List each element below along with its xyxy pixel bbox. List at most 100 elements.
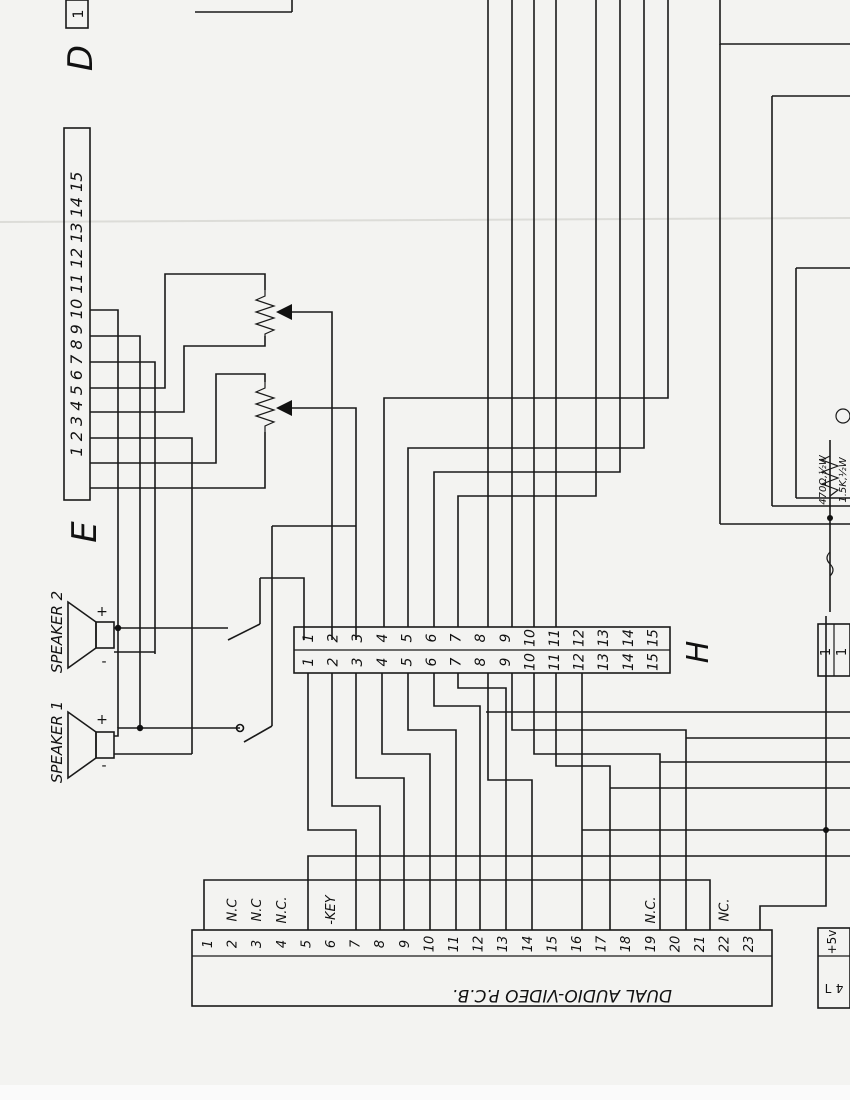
power-pin-label: +5v: [825, 930, 839, 955]
corner-tab: 1: [65, 0, 293, 29]
connector-h-pin: 7: [449, 633, 465, 642]
connector-h-pin: 7: [449, 657, 465, 666]
pcb-pin: 17: [595, 935, 610, 952]
pcb-pin: 14: [521, 936, 536, 953]
fuse-icon: [826, 551, 834, 577]
right-circuit: 470Ω,½W 1.5K,½W 1 1 +5v 4 ᒣ: [719, 0, 850, 1009]
pcb-pin: 7: [349, 939, 364, 948]
connector-h-pin: 14: [621, 653, 637, 671]
speaker-1-label: SPEAKER 1: [48, 701, 66, 783]
connector-h-pin: 6: [424, 633, 440, 642]
pcb-pin: 20: [668, 936, 683, 953]
pcb-pin-note: -KEY: [324, 894, 339, 924]
pcb-pin-note: NC.: [718, 899, 733, 922]
wiper-arrow-icon: [276, 304, 292, 320]
connector-h-pin: 2: [326, 657, 342, 666]
connector-h-pin: 12: [572, 629, 588, 647]
pcb-pin: 16: [570, 936, 585, 953]
connector-h-pin: 3: [350, 658, 366, 667]
connector-h-pin: 15: [645, 629, 661, 647]
pcb-pin: 22: [718, 936, 733, 953]
speaker-2-minus: -: [101, 654, 106, 670]
potentiometer-2: [254, 382, 357, 640]
corner-tab-label: 1: [71, 10, 87, 19]
pcb-pin: 11: [447, 936, 462, 953]
connector-h-pin: 13: [596, 629, 612, 647]
pcb-pin-note: N.C: [250, 898, 265, 922]
speaker-1-plus: +: [96, 712, 108, 728]
pcb-body: [191, 929, 773, 1007]
connector-h-pin: 10: [522, 629, 538, 647]
resistor-icon: [820, 455, 840, 497]
connector-h-pin: 14: [621, 629, 637, 647]
connector-h-pin: 5: [399, 633, 415, 642]
pcb-pin: 18: [619, 936, 634, 953]
connector-h-pin: 4: [375, 634, 391, 643]
pcb-pin: 1: [201, 940, 216, 948]
connector-e-letter: E: [65, 521, 105, 543]
connector-h-pin: 5: [399, 657, 415, 666]
resistor-label: 470Ω,½W: [817, 454, 829, 505]
paper-fold: [0, 217, 850, 223]
pcb-title: DUAL AUDIO-VIDEO P.C.B.: [452, 985, 672, 1005]
pcb-pin: 6: [324, 940, 339, 948]
pcb-pin: 3: [250, 940, 265, 948]
connector-h-pin: 3: [350, 634, 366, 643]
connector-h-pin: 9: [498, 633, 514, 642]
connector-h-pin: 6: [424, 657, 440, 666]
connector-h-pin: 4: [375, 658, 391, 667]
power-header-label-1: 1: [819, 648, 834, 656]
connector-h-upper-wires: [383, 0, 669, 627]
speaker-2: SPEAKER 2 + -: [48, 591, 228, 673]
pcb-pin: 2: [226, 940, 241, 948]
speaker-1-minus: -: [101, 758, 106, 774]
resistor-label-2: 1.5K,½W: [837, 456, 849, 502]
pcb-pin: 15: [545, 936, 560, 953]
speaker-2-plus: +: [96, 604, 108, 620]
pcb-pin: 12: [472, 936, 487, 953]
connector-d-letter: D: [61, 45, 101, 71]
pcb-pin-note: N.C.: [644, 896, 659, 923]
connector-h-pin: 10: [522, 653, 538, 671]
speaker-2-label: SPEAKER 2: [48, 591, 66, 673]
pcb-pin: 10: [422, 936, 437, 953]
connector-h-pin: 11: [547, 629, 563, 647]
wiper-arrow-icon: [276, 400, 292, 416]
pcb-pin: 4: [275, 940, 290, 948]
pcb-pin: 5: [299, 940, 314, 948]
power-connector: [817, 927, 850, 1009]
pcb-pin: 8: [373, 940, 388, 948]
power-header-label-2: 1: [835, 648, 850, 656]
connector-h-pin: 15: [645, 653, 661, 671]
speaker-1: SPEAKER 1 + -: [48, 701, 240, 783]
connector-h-pin: 12: [572, 653, 588, 671]
connector-h-pin: 8: [473, 657, 489, 666]
switch-1: [227, 577, 305, 641]
led-icon: [835, 408, 850, 424]
potentiometer-1: [254, 290, 333, 640]
connector-h-pin: 8: [473, 633, 489, 642]
paper-edge: [0, 1085, 850, 1100]
pcb-pin: 19: [644, 936, 659, 953]
pcb-pin-note: N.C: [226, 898, 241, 922]
connector-h-pin: 9: [498, 657, 514, 666]
pcb-pin: 23: [742, 936, 757, 953]
pcb-pin: 21: [693, 936, 708, 953]
switch-2: [243, 525, 356, 743]
power-edge-fragment: 4 ᒣ: [825, 981, 844, 995]
connector-e-wires: [90, 273, 266, 754]
connector-h-pin: 1: [301, 634, 317, 643]
connector-h-pin: 11: [547, 653, 563, 671]
connector-h-pin: 1: [301, 658, 317, 667]
connector-h-pin: 2: [326, 633, 342, 642]
connector-e-pins: 1 2 3 4 5 6 7 8 9 10 11 12 13 14 15: [67, 172, 86, 457]
pcb-bus-wires: [203, 616, 850, 930]
